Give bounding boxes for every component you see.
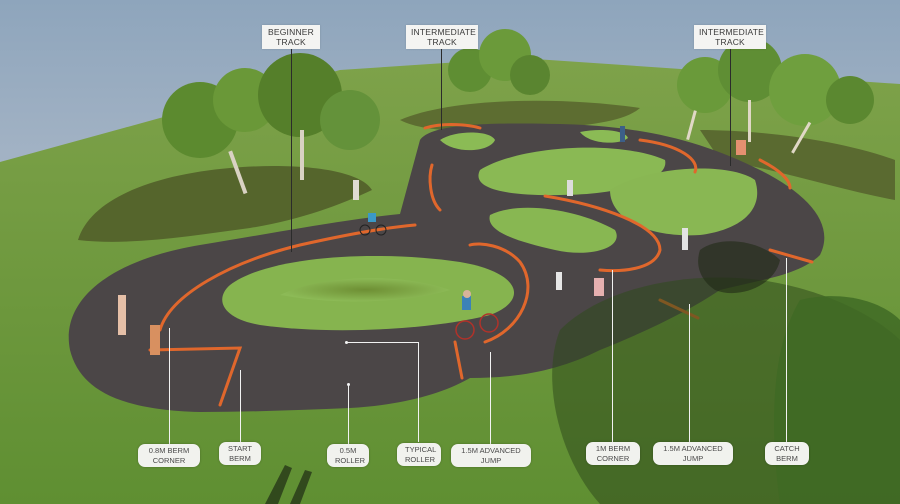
label-berm-corner-1: 1M BERM CORNER [586, 442, 640, 465]
shrub-bed-back [400, 100, 640, 131]
leader-typical-roller-h [346, 342, 419, 343]
label-start-berm: START BERM [219, 442, 261, 465]
leader-intermediate-track-1 [441, 46, 442, 130]
leader-beginner-track [291, 46, 292, 252]
riders-and-people [118, 126, 746, 355]
label-intermediate-track-2: INTERMEDIATE TRACK [694, 25, 766, 49]
person-group-left [118, 295, 126, 335]
leader-berm-corner-0-8 [169, 328, 170, 444]
label-roller-0-5: 0.5M ROLLER [327, 444, 369, 467]
label-berm-corner-0-8: 0.8M BERM CORNER [138, 444, 200, 467]
tree-cluster-middle [448, 29, 550, 95]
tree-cluster-right [677, 38, 874, 154]
berm-edges [148, 123, 814, 407]
leader-start-berm [240, 370, 241, 442]
leader-catch-berm [786, 258, 787, 442]
rider-mid [556, 272, 562, 290]
tree-shadow-track [698, 241, 780, 294]
grass-island-back-right [580, 130, 628, 143]
rider-center [455, 290, 499, 340]
grass-island-right [610, 168, 758, 236]
grass-island-mid [489, 207, 617, 253]
shrub-bed-right [700, 130, 895, 200]
label-typical-roller: TYPICAL ROLLER [397, 443, 441, 466]
anchor-roller-0-5 [347, 383, 350, 386]
tree-foreground-right [774, 296, 900, 504]
grass-island-center [478, 147, 666, 196]
leader-typical-roller [418, 342, 419, 442]
label-beginner-track: BEGINNER TRACK [262, 25, 320, 49]
leader-advanced-jump-2 [689, 304, 690, 442]
tree-cluster-left [162, 53, 380, 195]
label-intermediate-track-1: INTERMEDIATE TRACK [406, 25, 478, 49]
mound-front [280, 278, 450, 302]
shrub-bed-left [78, 166, 372, 242]
leader-advanced-jump-1 [490, 352, 491, 444]
rider-top [359, 213, 387, 236]
leader-berm-corner-1 [612, 270, 613, 442]
figure-shadow [265, 465, 312, 504]
leader-intermediate-track-2 [730, 46, 731, 166]
leader-roller-0-5 [348, 384, 349, 444]
anchor-typical-roller [345, 341, 348, 344]
label-advanced-jump-2: 1.5M ADVANCED JUMP [653, 442, 733, 465]
grass-island-back [440, 132, 495, 151]
label-advanced-jump-1: 1.5M ADVANCED JUMP [451, 444, 531, 467]
label-catch-berm: CATCH BERM [765, 442, 809, 465]
